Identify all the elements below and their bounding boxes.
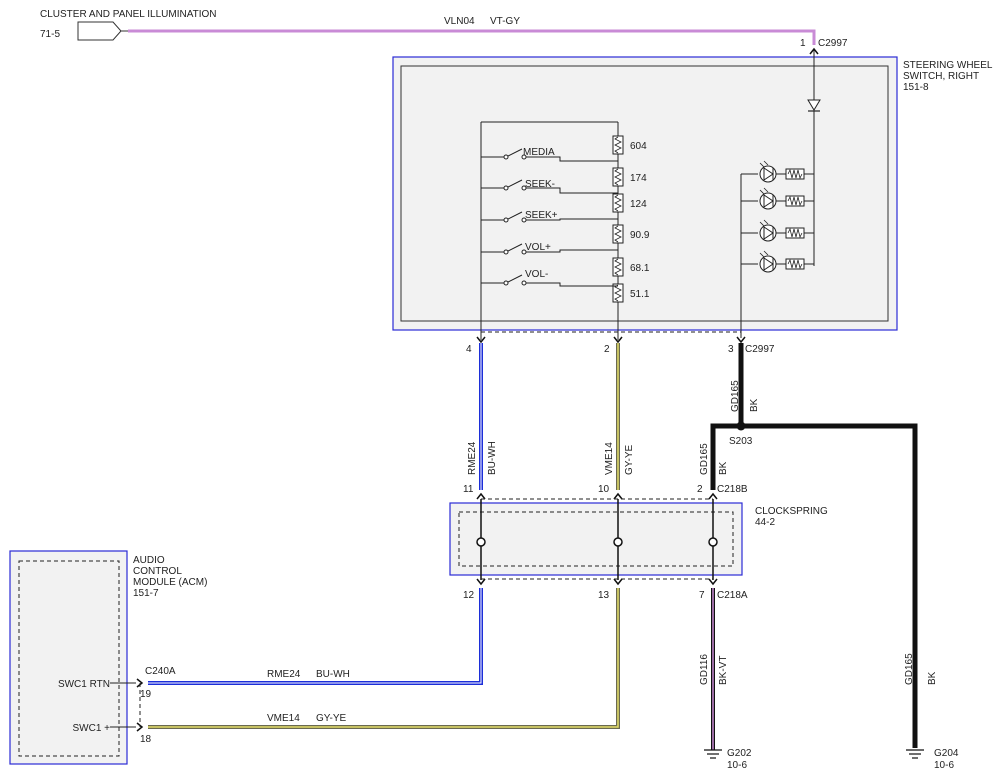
clockspring-pin-bottom-2: 13	[598, 590, 610, 601]
steering-switch-ref: 151-8	[903, 82, 929, 93]
wire-vln04	[128, 29, 816, 45]
illumination-connector	[77, 21, 128, 41]
illumination-color: VT-GY	[490, 16, 520, 27]
acm-pin-arrows	[110, 678, 144, 732]
acm-pin1-label: SWC1 RTN	[58, 679, 110, 690]
acm-ref: 151-7	[133, 588, 159, 599]
switch-label-vol-minus: VOL-	[525, 269, 548, 280]
pin-c2997-3: 3	[728, 344, 734, 355]
wire-label-bu-wh-h: BU-WH	[316, 669, 350, 680]
acm-box	[9, 550, 128, 765]
pin-c2997-1: 1	[800, 38, 806, 49]
pin-c2997-4: 4	[466, 344, 472, 355]
switch-icon	[481, 243, 618, 255]
wire-label-gd165-c: GD165	[904, 653, 915, 685]
clockspring-pin-top-3: 2	[697, 484, 703, 495]
switch-icon	[481, 148, 618, 162]
clockspring-conn-top: C218B	[717, 484, 748, 495]
wire-label-bk-b: BK	[718, 461, 729, 475]
wire-label-vme14: VME14	[604, 442, 615, 475]
wire-label-rme24: RME24	[467, 441, 478, 475]
switch-label-media: MEDIA	[523, 147, 555, 158]
clockspring-node-3	[708, 537, 718, 547]
switch-icon	[481, 274, 618, 287]
clockspring-conn-bottom: C218A	[717, 590, 748, 601]
clockspring-ref: 44-2	[755, 517, 775, 528]
clockspring-pin-top-2: 10	[598, 484, 610, 495]
acm-pin2-label: SWC1 +	[72, 723, 110, 734]
wire-rme24-lower	[148, 588, 483, 685]
clockspring-pin-top-1: 11	[463, 484, 474, 495]
illumination-title: CLUSTER AND PANEL ILLUMINATION	[40, 9, 217, 20]
switch-label-vol-plus: VOL+	[525, 242, 551, 253]
resistor-value-6: 51.1	[630, 289, 650, 300]
clockspring-pin-bottom-3: 7	[699, 590, 705, 601]
resistor-value-1: 604	[630, 141, 647, 152]
ground-g204-name: G204	[934, 748, 959, 759]
wire-vme14-lower	[148, 588, 620, 729]
switch-icon	[481, 211, 618, 223]
wire-label-gd165-a: GD165	[730, 380, 741, 412]
connector-c2997-bottom: C2997	[745, 344, 775, 355]
clockspring-box	[449, 502, 743, 576]
clockspring-title: CLOCKSPRING	[755, 506, 828, 517]
wire-gd165-ground	[710, 423, 918, 748]
diode-icon	[807, 99, 821, 112]
switch-icon	[481, 179, 618, 194]
acm-pin1: 19	[140, 689, 152, 700]
splice-label: S203	[729, 436, 753, 447]
resistor-icon	[612, 224, 624, 244]
ground-g202-name: G202	[727, 748, 752, 759]
wire-label-gd116: GD116	[699, 654, 710, 685]
led-row	[741, 160, 814, 183]
acm-title2: CONTROL	[133, 566, 182, 577]
led-group	[740, 160, 815, 338]
clockspring-pin-bottom-1: 12	[463, 590, 475, 601]
wire-label-bk-a: BK	[749, 398, 760, 412]
connector-c2997-top: C2997	[818, 38, 848, 49]
resistor-value-2: 174	[630, 173, 647, 184]
switch-label-seek-minus: SEEK-	[525, 179, 555, 190]
pin-c2997-2: 2	[604, 344, 610, 355]
switch-ladder	[480, 121, 619, 340]
wire-label-bk-c: BK	[927, 671, 938, 685]
acm-title1: AUDIO	[133, 555, 165, 566]
illumination-circuit: VLN04	[444, 16, 475, 27]
acm-inner	[18, 560, 120, 757]
acm-pin2: 18	[140, 734, 152, 745]
steering-switch-title1: STEERING WHEEL	[903, 60, 993, 71]
acm-title3: MODULE (ACM)	[133, 577, 207, 588]
resistor-value-5: 68.1	[630, 263, 650, 274]
wire-label-rme24-h: RME24	[267, 669, 301, 680]
wire-label-bu-wh: BU-WH	[487, 441, 498, 475]
ground-icon-g202	[704, 749, 722, 759]
wire-label-gy-ye-h: GY-YE	[316, 713, 347, 724]
ground-g204-ref: 10-6	[934, 760, 954, 771]
clockspring-inner	[458, 511, 734, 567]
wire-label-bk-vt: BK-VT	[718, 656, 729, 685]
switch-label-seek-plus: SEEK+	[525, 210, 558, 221]
steering-switch-inner	[400, 65, 889, 322]
resistor-icon	[612, 283, 624, 303]
resistor-icon	[612, 167, 624, 187]
ground-g202-ref: 10-6	[727, 760, 747, 771]
wire-label-vme14-h: VME14	[267, 713, 300, 724]
ground-icon-g204	[906, 749, 924, 759]
wire-label-gd165-b: GD165	[699, 443, 710, 475]
illumination-ref: 71-5	[40, 29, 60, 40]
resistor-icon	[612, 135, 624, 155]
steering-switch-title2: SWITCH, RIGHT	[903, 71, 979, 82]
resistor-icon	[612, 257, 624, 277]
clockspring-node-2	[613, 537, 623, 547]
acm-connector: C240A	[145, 666, 176, 677]
wire-label-gy-ye: GY-YE	[624, 444, 635, 475]
resistor-value-3: 124	[630, 199, 647, 210]
resistor-icon	[612, 193, 624, 213]
clockspring-node-1	[476, 537, 486, 547]
resistor-value-4: 90.9	[630, 230, 650, 241]
